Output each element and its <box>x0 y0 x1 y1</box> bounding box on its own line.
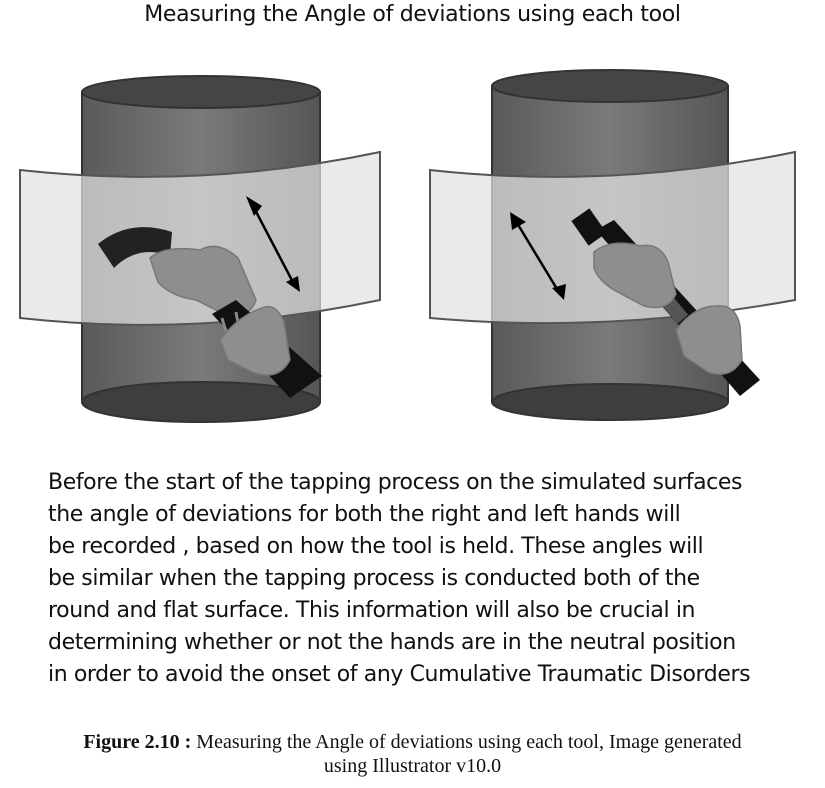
description-line: Before the start of the tapping process … <box>48 470 743 495</box>
description-line: determining whether or not the hands are… <box>48 630 736 655</box>
figure-caption: Figure 2.10 : Measuring the Angle of dev… <box>0 730 825 778</box>
right-scene <box>429 69 796 421</box>
illustration <box>19 69 796 423</box>
caption-text-2: using Illustrator v10.0 <box>323 755 502 777</box>
description-line: be similar when the tapping process is c… <box>48 566 700 591</box>
right-angle-arrow-icon <box>510 212 566 300</box>
left-arc-mark <box>98 227 172 268</box>
left-hand-lower-icon <box>219 305 291 376</box>
description-line: be recorded , based on how the tool is h… <box>48 534 704 559</box>
left-angle-arrow-icon <box>246 196 300 292</box>
diagram-title: Measuring the Angle of deviations using … <box>144 2 681 27</box>
left-hand-upper-icon <box>149 245 257 317</box>
right-hand-upper-icon <box>593 242 677 309</box>
left-scene <box>19 75 381 423</box>
description-line: the angle of deviations for both the rig… <box>48 502 681 527</box>
right-hand-lower-icon <box>675 305 743 375</box>
figure-label: Figure 2.10 : <box>83 731 192 753</box>
caption-text-1: Measuring the Angle of deviations using … <box>191 731 742 753</box>
description-line: round and flat surface. This information… <box>48 598 696 623</box>
caption-line-1: Figure 2.10 : Measuring the Angle of dev… <box>0 730 825 754</box>
description-paragraph: Before the start of the tapping process … <box>48 467 818 691</box>
description-line: in order to avoid the onset of any Cumul… <box>48 662 751 687</box>
